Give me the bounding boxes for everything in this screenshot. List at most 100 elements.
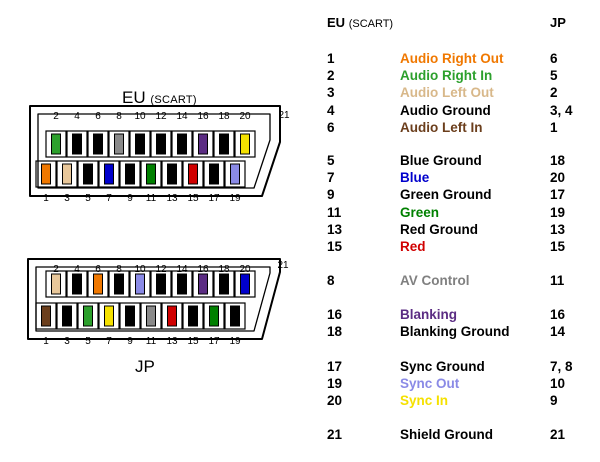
eu-pin-number: 16 <box>327 307 343 322</box>
jp-pin-slot <box>182 302 204 330</box>
eu-pin <box>177 133 187 155</box>
jp-pin <box>146 305 156 327</box>
jp-pin-slot <box>192 270 214 298</box>
eu-pin-number: 6 <box>95 111 101 122</box>
signal-name: Blanking Ground <box>400 324 510 340</box>
signal-name: Blue <box>400 170 430 186</box>
eu-pin <box>114 133 124 155</box>
eu-pin-number: 18 <box>327 324 343 340</box>
eu-pin-slot <box>182 160 204 188</box>
eu-pin-number: 8 <box>327 273 335 288</box>
eu-pin-number: 2 <box>53 111 59 122</box>
eu-connector-inner <box>37 113 271 189</box>
jp-pin <box>156 273 166 295</box>
eu-pin-number: 19 <box>327 376 343 392</box>
jp-pin-number: 11 <box>146 336 157 347</box>
jp-pin-slot <box>140 302 162 330</box>
jp-pin-number: 13 <box>166 336 178 347</box>
jp-pin-number: 20 <box>239 264 251 275</box>
jp-pin-number: 17 <box>550 187 566 203</box>
eu-pin-number: 17 <box>327 359 343 374</box>
jp-pin-number: 16 <box>197 264 209 275</box>
eu-connector-subtitle: (SCART) <box>150 94 197 106</box>
eu-pin-slot <box>150 130 172 158</box>
jp-pin <box>72 273 82 295</box>
jp-pin-slot <box>150 270 172 298</box>
eu-pin-number: 20 <box>239 111 251 122</box>
jp-pin-number: 6 <box>550 51 558 66</box>
jp-pin <box>62 305 72 327</box>
jp-pin <box>51 273 61 295</box>
eu-pin-number: 16 <box>197 111 209 122</box>
eu-pin <box>83 163 93 185</box>
jp-pin-number: 7 <box>106 336 112 347</box>
jp-pin-slot <box>108 270 130 298</box>
jp-pin-number: 9 <box>550 393 558 409</box>
eu-pin <box>167 163 177 185</box>
eu-pin-slot <box>224 160 246 188</box>
jp-pin-slot <box>87 270 109 298</box>
jp-pin-number: 1 <box>550 119 558 135</box>
signal-name: Sync Ground <box>400 359 485 374</box>
eu-pin-number: 13 <box>327 221 343 237</box>
eu-pin-slot <box>119 160 141 188</box>
signal-name: Audio Right Out <box>400 51 504 66</box>
eu-pin <box>240 133 250 155</box>
jp-shield-number: 21 <box>277 260 289 271</box>
eu-connector-title: EU (SCART) <box>122 88 197 108</box>
eu-pin-number: 4 <box>74 111 80 122</box>
signal-name: Green Ground <box>400 187 492 203</box>
eu-pin-number: 9 <box>327 187 335 203</box>
jp-pin-number: 18 <box>218 264 230 275</box>
eu-pin-number: 21 <box>327 427 343 442</box>
eu-connector-title-text: EU <box>122 88 146 107</box>
eu-pin <box>104 163 114 185</box>
jp-pin-number: 9 <box>127 336 133 347</box>
eu-pin-slot <box>161 160 183 188</box>
header-eu: EU (SCART) <box>327 15 393 30</box>
eu-pin <box>219 133 229 155</box>
eu-pin-number: 9 <box>127 193 133 204</box>
jp-pin-number: 15 <box>550 239 566 254</box>
eu-pin-number: 11 <box>146 193 157 204</box>
eu-pin-number: 19 <box>229 193 241 204</box>
jp-pin-slot <box>203 302 225 330</box>
eu-pin-slot <box>98 160 120 188</box>
eu-pin-number: 3 <box>64 193 70 204</box>
jp-pin-slot <box>224 302 246 330</box>
eu-pin-number: 18 <box>218 111 230 122</box>
eu-pin <box>198 133 208 155</box>
header-eu-sub: (SCART) <box>348 18 394 30</box>
eu-pin-number: 10 <box>134 111 146 122</box>
jp-connector-title: JP <box>135 357 155 376</box>
jp-pin-slot <box>119 302 141 330</box>
signal-name: Red <box>400 239 426 254</box>
eu-pin-slot <box>35 160 57 188</box>
eu-pin-slot <box>87 130 109 158</box>
eu-pin-slot <box>213 130 235 158</box>
jp-pin-number: 19 <box>229 336 241 347</box>
jp-pin-slot <box>129 270 151 298</box>
eu-pin-number: 20 <box>327 393 343 409</box>
jp-pin <box>114 273 124 295</box>
eu-pin <box>125 163 135 185</box>
eu-pin-slot <box>234 130 256 158</box>
jp-pin-slot <box>161 302 183 330</box>
eu-pin-number: 7 <box>327 170 335 186</box>
jp-pin-number: 10 <box>550 376 566 392</box>
jp-pin-number: 4 <box>74 264 80 275</box>
eu-pin <box>230 163 240 185</box>
jp-pin-number: 10 <box>134 264 146 275</box>
jp-pin-number: 13 <box>550 221 566 237</box>
pin-row: 9 Green Ground 17 <box>0 186 600 203</box>
signal-name: AV Control <box>400 273 470 288</box>
